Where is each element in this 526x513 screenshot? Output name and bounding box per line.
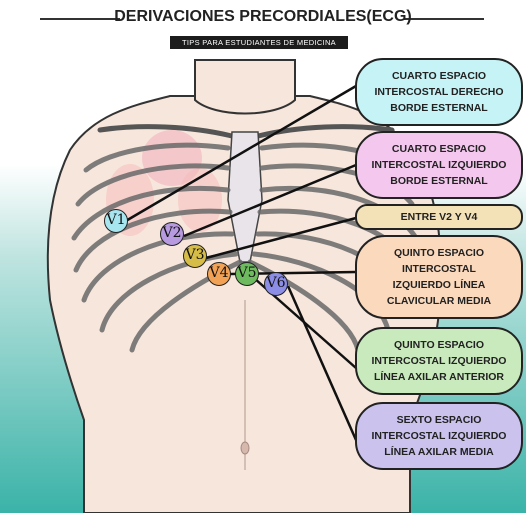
electrode-v6: V6 (264, 272, 288, 296)
box-v6-line-1: SEXTO ESPACIO (396, 414, 482, 426)
leader-lines (123, 84, 358, 441)
right-clavicle (255, 124, 395, 139)
box-v5-line-2: INTERCOSTAL IZQUIERDO (371, 355, 507, 367)
box-v4-line-3: IZQUIERDO LÍNEA (392, 279, 486, 291)
ribs-right-side (71, 142, 243, 353)
title-rule-left (40, 18, 120, 20)
electrode-v2-label: V2 (162, 225, 182, 241)
box-v4-line-1: QUINTO ESPACIO (393, 247, 485, 259)
box-v6: SEXTO ESPACIO INTERCOSTAL IZQUIERDO LÍNE… (355, 402, 523, 470)
electrode-v6-label: V6 (266, 275, 286, 291)
page-title: DERIVACIONES PRECORDIALES(ECG) (114, 8, 412, 25)
electrode-v5-label: V5 (237, 265, 257, 281)
box-v2-line-2: INTERCOSTAL IZQUIERDO (371, 159, 507, 171)
neck (194, 59, 296, 115)
electrode-v2: V2 (160, 222, 184, 246)
electrode-v1-label: V1 (106, 212, 126, 228)
box-v1-line-3: BORDE ESTERNAL (390, 102, 488, 114)
electrode-v1: V1 (104, 209, 128, 233)
box-v6-line-2: INTERCOSTAL IZQUIERDO (371, 430, 507, 442)
box-v3-line-1: ENTRE V2 Y V4 (400, 211, 478, 223)
box-v1-line-1: CUARTO ESPACIO (391, 70, 487, 82)
electrode-v4-label: V4 (209, 265, 229, 281)
box-v4: QUINTO ESPACIO INTERCOSTAL IZQUIERDO LÍN… (355, 235, 523, 319)
navel (240, 441, 250, 455)
box-v3: ENTRE V2 Y V4 (355, 204, 523, 230)
box-v5-line-3: LÍNEA AXILAR ANTERIOR (373, 371, 505, 383)
box-v5-line-1: QUINTO ESPACIO (393, 339, 485, 351)
box-v2: CUARTO ESPACIO INTERCOSTAL IZQUIERDO BOR… (355, 131, 523, 199)
box-v6-line-3: LÍNEA AXILAR MEDIA (384, 446, 494, 458)
box-v2-line-1: CUARTO ESPACIO (391, 143, 487, 155)
box-v5: QUINTO ESPACIO INTERCOSTAL IZQUIERDO LÍN… (355, 327, 523, 395)
subtitle-banner: TIPS PARA ESTUDIANTES DE MEDICINA (170, 36, 348, 49)
box-v1: CUARTO ESPACIO INTERCOSTAL DERECHO BORDE… (355, 58, 523, 126)
electrode-v3: V3 (183, 244, 207, 268)
box-v2-line-3: BORDE ESTERNAL (390, 175, 488, 187)
box-v1-line-2: INTERCOSTAL DERECHO (374, 86, 504, 98)
left-clavicle (97, 124, 235, 139)
box-v4-line-2: INTERCOSTAL (402, 263, 476, 275)
electrode-v5: V5 (235, 262, 259, 286)
electrode-v3-label: V3 (185, 247, 205, 263)
title-rule-right (404, 18, 484, 20)
header-background (0, 0, 526, 60)
box-v4-line-4: CLAVICULAR MEDIA (386, 295, 492, 307)
electrode-v4: V4 (207, 262, 231, 286)
